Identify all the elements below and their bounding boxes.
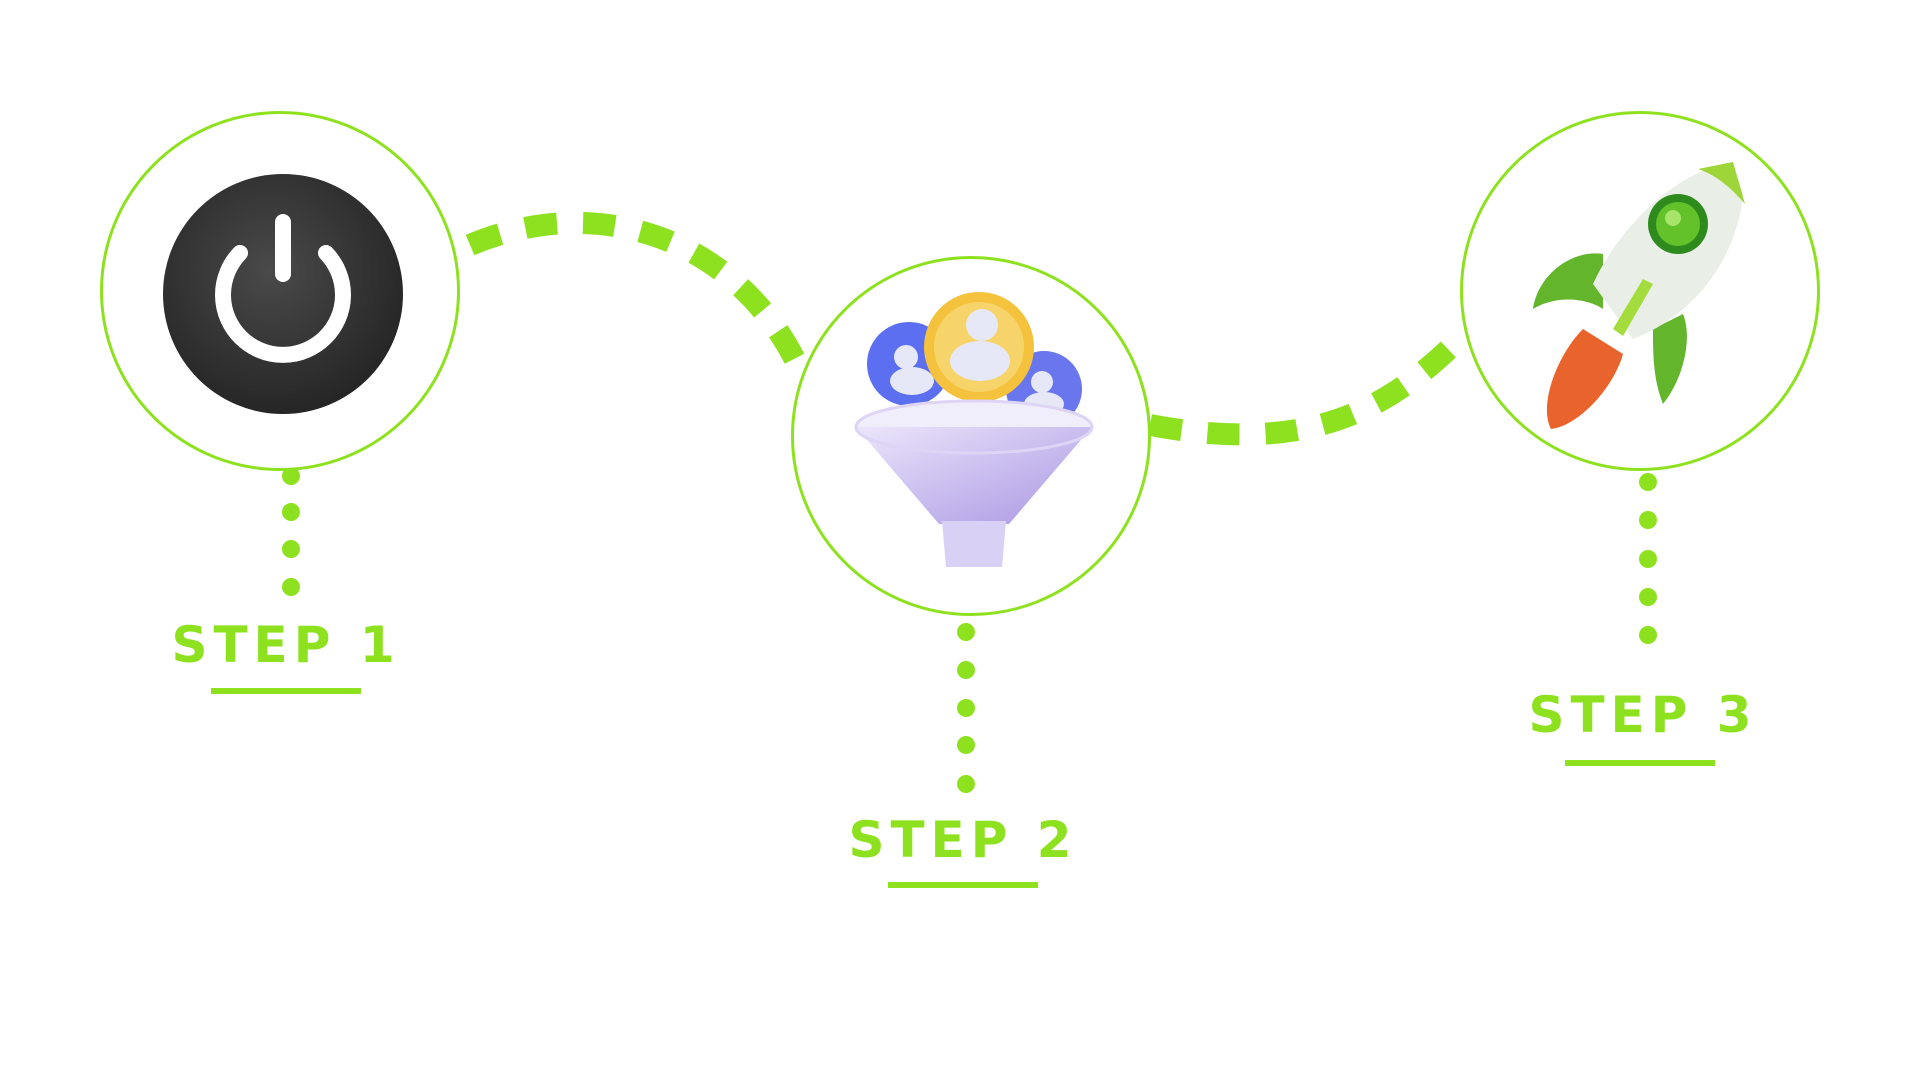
step-1-label: STEP 1: [171, 616, 401, 674]
step-1-circle: [100, 111, 460, 471]
connector-step1-to-step2: [465, 211, 810, 375]
step-3-underline: [1565, 760, 1715, 766]
rocket-icon: [1533, 162, 1745, 429]
dotted-stem-step1: [282, 467, 300, 596]
dotted-stem-step2: [957, 623, 975, 793]
step-2-circle: [791, 256, 1151, 616]
step-2-label: STEP 2: [848, 811, 1078, 869]
power-icon: [163, 174, 403, 414]
step-2-underline: [888, 882, 1038, 888]
funnel-icon: [854, 292, 1094, 567]
step-1-underline: [211, 688, 361, 694]
step-3-label: STEP 3: [1528, 686, 1758, 744]
step-3-circle: [1460, 111, 1820, 471]
dotted-stem-step3: [1639, 473, 1657, 644]
connector-step2-to-step3: [1147, 325, 1473, 446]
